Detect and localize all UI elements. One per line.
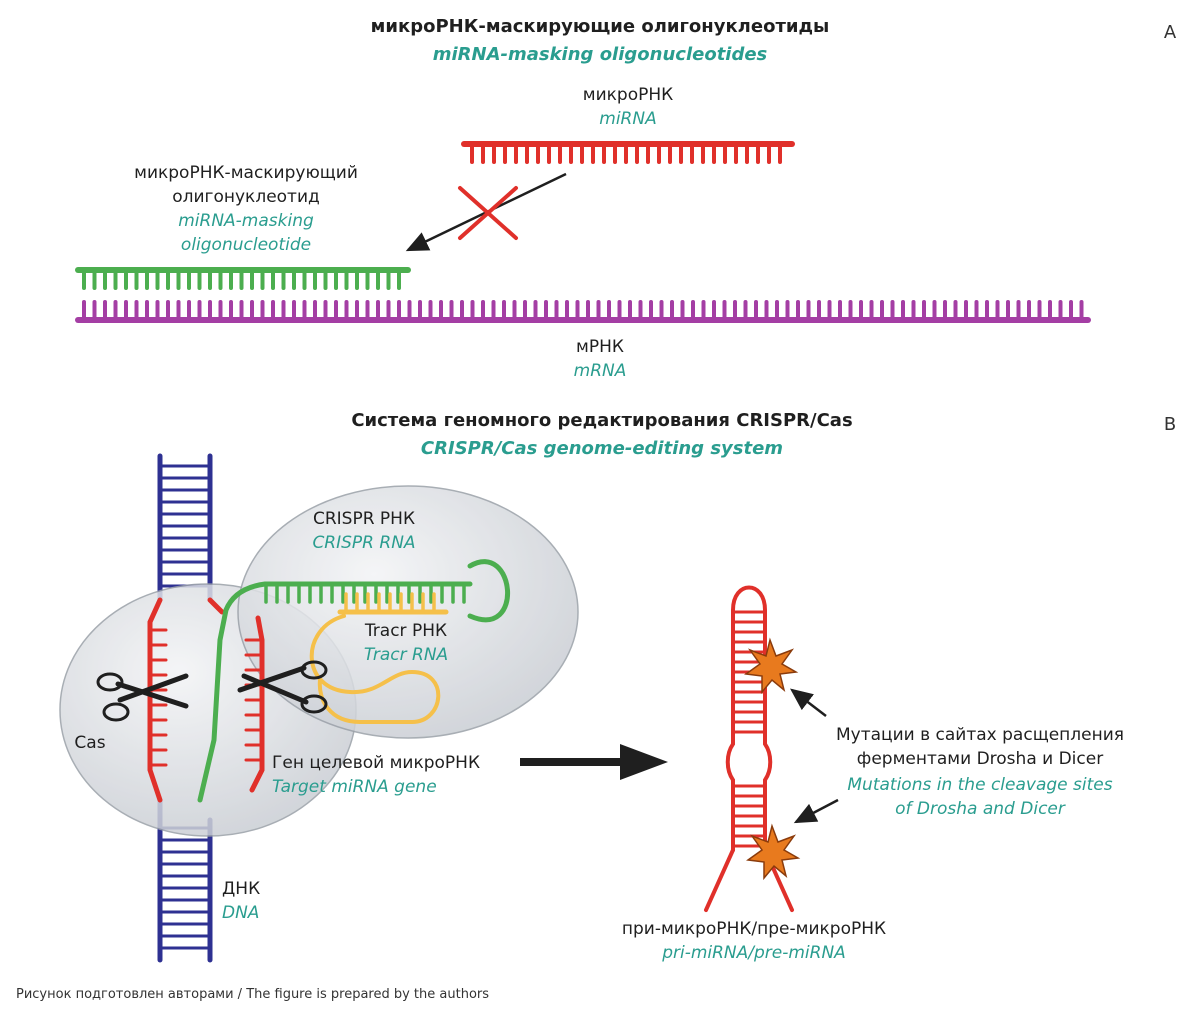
mutations-label-en-1: Mutations in the cleavage sites — [847, 775, 1112, 795]
pri-mirna-rungs — [731, 610, 767, 848]
pri-mirna-label-en: pri-miRNA/pre-miRNA — [661, 943, 846, 963]
mutations-label-en-2: of Drosha and Dicer — [895, 799, 1066, 819]
panel-a-title-en: miRNA-masking oligonucleotides — [433, 44, 768, 65]
amo-label-ru-2: олигонуклеотид — [172, 187, 320, 207]
mrna-label-ru: мРНК — [576, 337, 624, 357]
cas-label: Cas — [74, 733, 105, 753]
target-gene-label-en: Target miRNA gene — [272, 777, 437, 797]
dna-label-en: DNA — [222, 903, 259, 923]
amo-label-ru-1: микроРНК-маскирующий — [134, 163, 358, 183]
scissors-icon-left — [96, 672, 189, 722]
amo-label-en-2: oligonucleotide — [181, 235, 311, 255]
mutation-star-icon-top — [744, 637, 799, 695]
process-arrow — [520, 744, 668, 780]
crispr-rna-label-en: CRISPR RNA — [312, 533, 415, 553]
panel-a-title-ru: микроРНК-маскирующие олигонуклеотиды — [371, 16, 830, 37]
mutations-label-ru-1: Мутации в сайтах расщепления — [836, 725, 1124, 745]
mutations-label-ru-2: ферментами Drosha и Dicer — [857, 749, 1103, 769]
mirna-strand — [461, 141, 795, 164]
dna-label-ru: ДНК — [222, 879, 260, 899]
crispr-rna-teeth — [264, 582, 466, 604]
mrna-label-en: mRNA — [574, 361, 627, 381]
masking-oligo-strand — [75, 267, 411, 290]
scissors-icon-right — [237, 660, 328, 714]
mirna-label-en: miRNA — [599, 109, 656, 129]
panel-b-title-ru: Система геномного редактирования CRISPR/… — [351, 410, 852, 431]
panel-a-letter: A — [1164, 22, 1177, 43]
mrna-strand — [75, 300, 1091, 323]
mutation-arrow-top — [790, 688, 827, 717]
amo-label-en-1: miRNA-masking — [178, 211, 314, 231]
panel-b-title-en: CRISPR/Cas genome-editing system — [421, 438, 783, 459]
tracr-rna-teeth — [344, 592, 436, 614]
target-gene-strands — [147, 597, 265, 803]
pri-mirna-label-ru: при-микроРНК/пре-микроРНК — [622, 919, 886, 939]
mirna-label-ru: микроРНК — [583, 85, 673, 105]
figure-credit: Рисунок подготовлен авторами / The figur… — [16, 987, 489, 1002]
tracr-rna-label-en: Tracr RNA — [364, 645, 448, 665]
mutation-star-icon-bottom — [746, 823, 801, 881]
crispr-rna-strand — [197, 559, 511, 803]
tracr-rna-label-ru: Tracr РНК — [364, 621, 447, 641]
panel-b-letter: B — [1164, 414, 1176, 435]
blocked-x-icon — [458, 186, 518, 240]
target-gene-label-ru: Ген целевой микроРНК — [272, 753, 480, 773]
crispr-rna-label-ru: CRISPR РНК — [313, 509, 415, 529]
mutation-arrow-bottom — [793, 798, 839, 824]
